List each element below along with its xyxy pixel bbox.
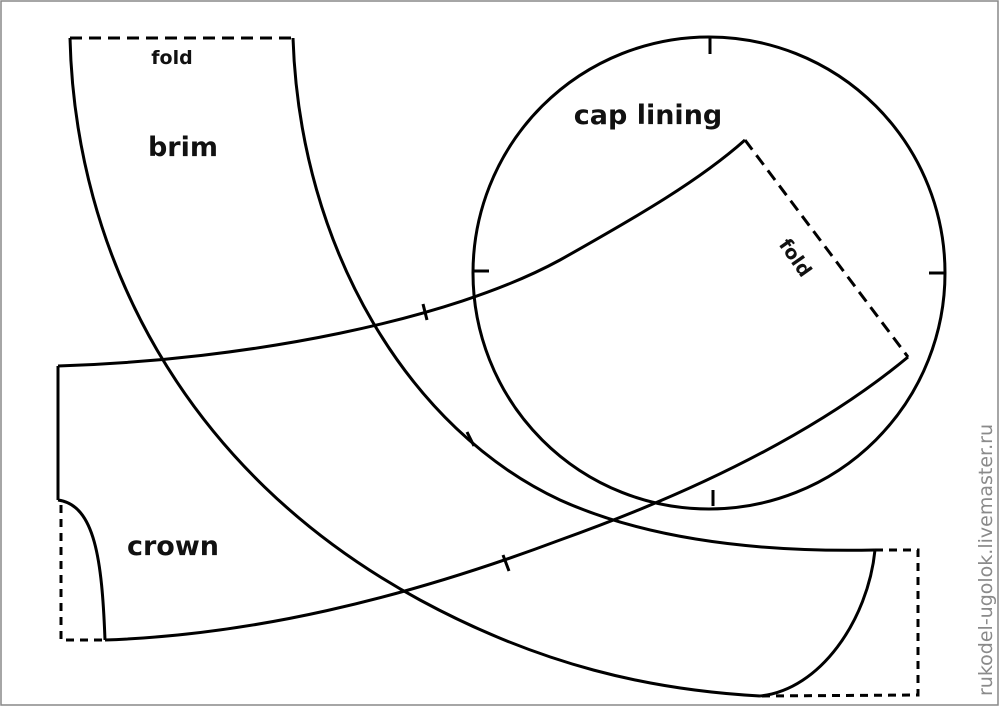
- crown-bottom-edge: [104, 355, 909, 642]
- crown-label: crown: [127, 531, 219, 562]
- crown-corner-curve: [57, 498, 107, 641]
- brim-end-curve: [759, 549, 877, 698]
- crown-corner-dotted: [59, 505, 105, 642]
- brim-outer-edge: [68, 37, 761, 698]
- crown-piece: fold crown: [56, 138, 910, 642]
- brim-inner-edge: [291, 37, 876, 552]
- brim-notch: [465, 431, 476, 447]
- crown-notch: [501, 554, 511, 572]
- brim-end-dotted: [759, 548, 920, 698]
- crown-fold-label: fold: [774, 235, 816, 282]
- watermark-text: rukodel-ugolok.livemaster.ru: [975, 424, 997, 696]
- crown-notch: [421, 303, 429, 321]
- cap-lining-piece: cap lining: [471, 35, 947, 511]
- crown-top-edge: [57, 138, 746, 368]
- brim-label: brim: [148, 132, 218, 163]
- crown-fold-line: [743, 139, 910, 358]
- brim-piece: fold brim: [68, 36, 920, 698]
- brim-fold-label: fold: [151, 47, 192, 69]
- cap-lining-label: cap lining: [574, 100, 723, 131]
